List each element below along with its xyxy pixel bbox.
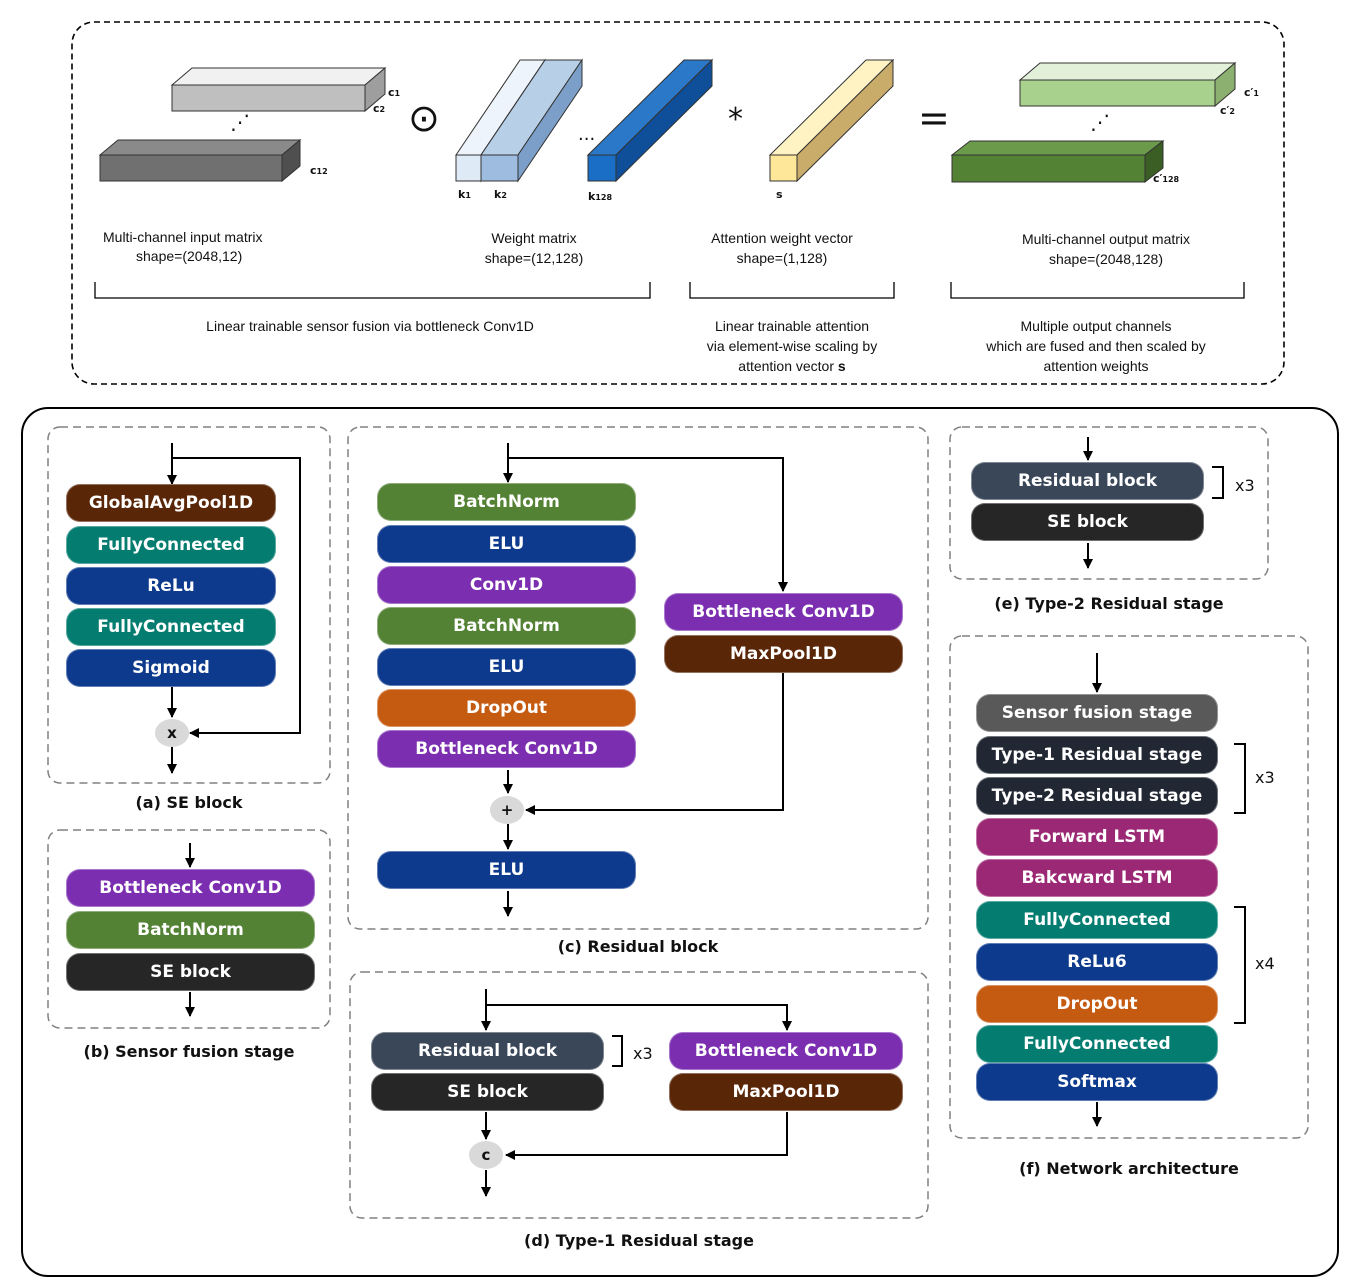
rb-elu-2: ELU xyxy=(377,648,636,686)
rb-add-op: + xyxy=(490,796,524,824)
t2-se-block: SE block xyxy=(971,503,1204,541)
rb-dropout: DropOut xyxy=(377,689,636,727)
brace-attention-line3: attention vector s xyxy=(738,358,846,374)
label-c12: c12 xyxy=(310,164,328,177)
sf-batchnorm: BatchNorm xyxy=(66,911,315,949)
weight-bar-k128 xyxy=(586,58,714,183)
weight-bar-k2 xyxy=(480,58,583,183)
attention-label: Attention weight vector xyxy=(711,230,853,246)
label-c1: c1 xyxy=(388,86,401,99)
brace-output-line1: Multiple output channels xyxy=(1020,318,1172,334)
weight-bar-k1 xyxy=(455,58,546,183)
brace-attention-line1: Linear trainable attention xyxy=(714,318,870,334)
t1-skip-maxpool1d: MaxPool1D xyxy=(669,1073,903,1111)
rb-elu-final: ELU xyxy=(377,851,636,889)
label-s: s xyxy=(776,188,783,201)
se-sigmoid: Sigmoid xyxy=(66,649,276,687)
label-oc128: c′128 xyxy=(1153,172,1180,185)
input-bar-back xyxy=(170,66,387,113)
output-shape: shape=(2048,128) xyxy=(1048,251,1164,267)
brace-output-line2: which are fused and then scaled by xyxy=(986,338,1206,354)
sensor-fusion-caption: (b) Sensor fusion stage xyxy=(83,1042,295,1061)
sf-bottleneck-conv1d: Bottleneck Conv1D xyxy=(66,869,315,907)
input-label: Multi-channel input matrix xyxy=(103,229,263,245)
label-c2: c2 xyxy=(373,102,386,115)
net-type2-residual-stage: Type-2 Residual stage xyxy=(976,777,1218,815)
input-shape: shape=(2048,12) xyxy=(136,248,243,264)
input-ellipsis: ⋰ xyxy=(230,110,250,134)
type2-caption: (e) Type-2 Residual stage xyxy=(994,594,1224,613)
net-fullyconnected-1: FullyConnected xyxy=(976,901,1218,939)
t2-repeat-label: x3 xyxy=(1235,476,1255,495)
sf-se-block: SE block xyxy=(66,953,315,991)
net-softmax: Softmax xyxy=(976,1063,1218,1101)
se-fullyconnected-1: FullyConnected xyxy=(66,526,276,564)
se-multiply-op: x xyxy=(155,719,189,747)
brace-attention xyxy=(689,282,895,299)
odot-operator: ⊙ xyxy=(408,96,440,140)
brace-sensor-fusion xyxy=(94,282,651,299)
output-label: Multi-channel output matrix xyxy=(1021,231,1191,247)
attention-shape: shape=(1,128) xyxy=(736,250,828,266)
t1-se-block: SE block xyxy=(371,1073,604,1111)
output-bar-back xyxy=(1018,61,1237,108)
rb-batchnorm-2: BatchNorm xyxy=(377,607,636,645)
input-bar-front xyxy=(98,138,302,183)
se-block-caption: (a) SE block xyxy=(135,793,243,812)
net-backward-lstm: Bakcward LSTM xyxy=(976,859,1218,897)
rb-batchnorm-1: BatchNorm xyxy=(377,483,636,521)
net-repeat-x4: x4 xyxy=(1255,954,1275,973)
rb-bottleneck-conv1d: Bottleneck Conv1D xyxy=(377,730,636,768)
rb-conv1d: Conv1D xyxy=(377,566,636,604)
t2-residual-block: Residual block xyxy=(971,462,1204,500)
label-k2: k2 xyxy=(494,188,507,201)
se-block-frame xyxy=(47,426,331,784)
net-sensor-fusion-stage: Sensor fusion stage xyxy=(976,694,1218,732)
rb-elu-1: ELU xyxy=(377,525,636,563)
t1-residual-block: Residual block xyxy=(371,1032,604,1070)
net-forward-lstm: Forward LSTM xyxy=(976,818,1218,856)
net-relu6: ReLu6 xyxy=(976,943,1218,981)
weight-ellipsis: ... xyxy=(578,124,596,145)
label-oc2: c′2 xyxy=(1220,104,1235,117)
t1-repeat-label: x3 xyxy=(633,1044,653,1063)
net-type1-residual-stage: Type-1 Residual stage xyxy=(976,736,1218,774)
weight-shape: shape=(12,128) xyxy=(484,250,584,266)
output-ellipsis: ⋰ xyxy=(1090,110,1110,134)
brace-output xyxy=(950,282,1245,299)
label-oc1: c′1 xyxy=(1244,86,1259,99)
t1-concat-op: c xyxy=(469,1141,503,1169)
attention-bar xyxy=(768,58,895,183)
brace-attention-line2: via element-wise scaling by xyxy=(706,338,878,354)
net-repeat-x3: x3 xyxy=(1255,768,1275,787)
equals-operator: = xyxy=(918,96,950,140)
multiply-operator: * xyxy=(728,102,743,137)
label-k1: k1 xyxy=(458,188,471,201)
rb-skip-bottleneck-conv1d: Bottleneck Conv1D xyxy=(664,593,903,631)
label-k128: k128 xyxy=(588,190,613,203)
rb-skip-maxpool1d: MaxPool1D xyxy=(664,635,903,673)
brace-sensor-fusion-caption: Linear trainable sensor fusion via bottl… xyxy=(206,318,534,334)
net-fullyconnected-2: FullyConnected xyxy=(976,1025,1218,1063)
se-relu: ReLu xyxy=(66,567,276,605)
network-caption: (f) Network architecture xyxy=(1019,1159,1239,1178)
weight-label: Weight matrix xyxy=(491,230,577,246)
se-globalavgpool: GlobalAvgPool1D xyxy=(66,484,276,522)
t1-skip-bottleneck-conv1d: Bottleneck Conv1D xyxy=(669,1032,903,1070)
output-bar-front xyxy=(950,139,1165,184)
net-dropout: DropOut xyxy=(976,985,1218,1023)
brace-output-line3: attention weights xyxy=(1043,358,1149,374)
se-fullyconnected-2: FullyConnected xyxy=(66,608,276,646)
type1-caption: (d) Type-1 Residual stage xyxy=(524,1231,754,1250)
residual-block-caption: (c) Residual block xyxy=(557,937,719,956)
